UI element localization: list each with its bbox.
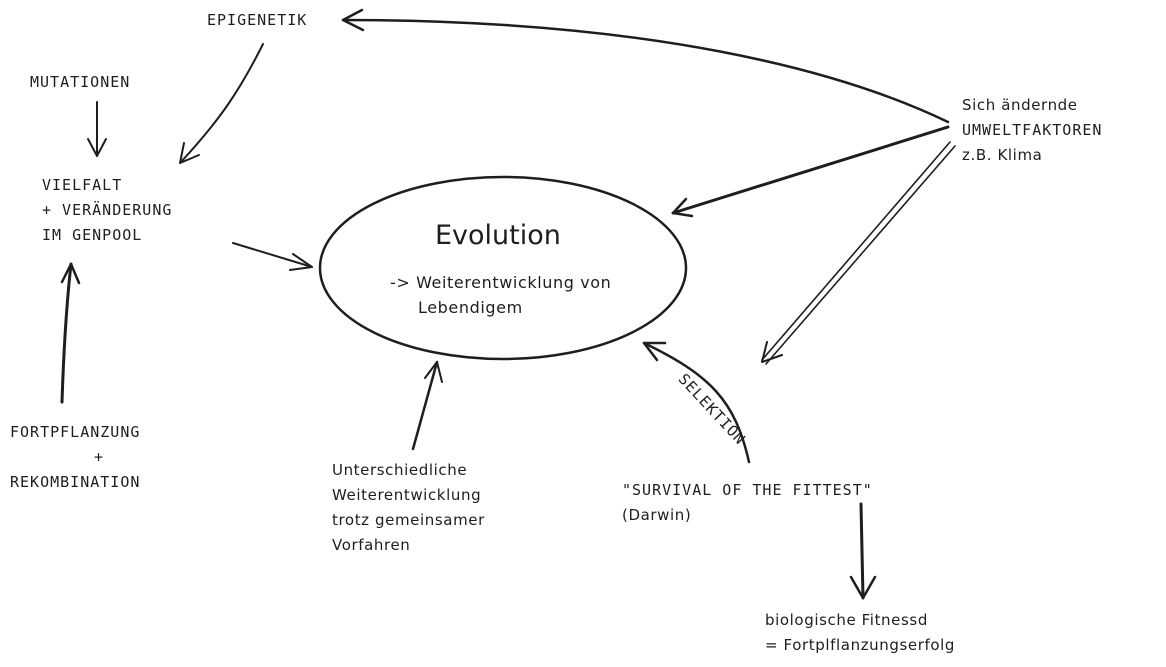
arrow-unterschiedliche-to-evolution — [411, 360, 443, 451]
node-fortpflanzung: FORTPFLANZUNG + REKOMBINATION — [10, 420, 140, 495]
arrow-survival-to-fitness — [849, 502, 877, 600]
node-unterschiedliche-line: trotz gemeinsamer — [332, 511, 485, 529]
node-unterschiedliche-line: Weiterentwicklung — [332, 486, 482, 504]
node-unterschiedliche-line: Vorfahren — [332, 536, 411, 554]
arrow-umwelt-to-selektion — [761, 141, 956, 365]
arrow-epigenetik-to-vielfalt — [179, 43, 264, 164]
evolution-subtitle: -> Weiterentwicklung von Lebendigem — [390, 270, 611, 320]
node-fortpflanzung-line: REKOMBINATION — [10, 473, 141, 491]
arrow-vielfalt-to-evolution — [232, 242, 313, 271]
node-fortpflanzung-line: + — [94, 448, 105, 466]
node-vielfalt-line: IM GENPOOL — [42, 226, 143, 244]
arrow-mutationen-to-vielfalt — [87, 101, 107, 157]
arrow-umwelt-to-evolution — [671, 125, 950, 218]
node-fitness-line: biologische Fitnessd — [765, 611, 928, 629]
node-fortpflanzung-line: FORTPFLANZUNG — [10, 423, 141, 441]
node-unterschiedliche-line: Unterschiedliche — [332, 461, 468, 479]
node-unterschiedliche: Unterschiedliche Weiterentwicklung trotz… — [332, 458, 485, 558]
evolution-subtitle-line: -> Weiterentwicklung von — [390, 273, 612, 292]
node-survival: "SURVIVAL OF THE FITTEST" (Darwin) — [622, 478, 873, 528]
node-umweltfaktoren-line: z.B. Klima — [962, 146, 1043, 164]
node-vielfalt-line: VIELFALT — [42, 176, 123, 194]
node-umweltfaktoren-line: UMWELTFAKTOREN — [962, 121, 1103, 139]
node-mutationen: MUTATIONEN — [30, 73, 131, 91]
node-survival-line: (Darwin) — [622, 506, 692, 524]
node-umweltfaktoren: Sich ändernde UMWELTFAKTOREN z.B. Klima — [962, 93, 1102, 168]
evolution-subtitle-line: Lebendigem — [418, 298, 523, 317]
node-fitness-line: = Fortplflanzungserfolg — [765, 636, 956, 654]
evolution-ellipse — [318, 175, 688, 361]
arrow-fortpflanzung-to-vielfalt — [60, 262, 81, 404]
node-umweltfaktoren-line: Sich ändernde — [962, 96, 1078, 114]
arrow-umwelt-to-epigenetik — [341, 8, 950, 124]
node-vielfalt: VIELFALT + VERÄNDERUNG IM GENPOOL — [42, 173, 172, 248]
arrow-survival-to-evolution — [642, 341, 751, 464]
evolution-title: Evolution — [435, 220, 561, 251]
node-fitness: biologische Fitnessd = Fortplflanzungser… — [765, 608, 955, 658]
node-survival-line: "SURVIVAL OF THE FITTEST" — [622, 481, 873, 499]
node-epigenetik: EPIGENETIK — [207, 11, 308, 29]
node-vielfalt-line: + VERÄNDERUNG — [42, 201, 173, 219]
